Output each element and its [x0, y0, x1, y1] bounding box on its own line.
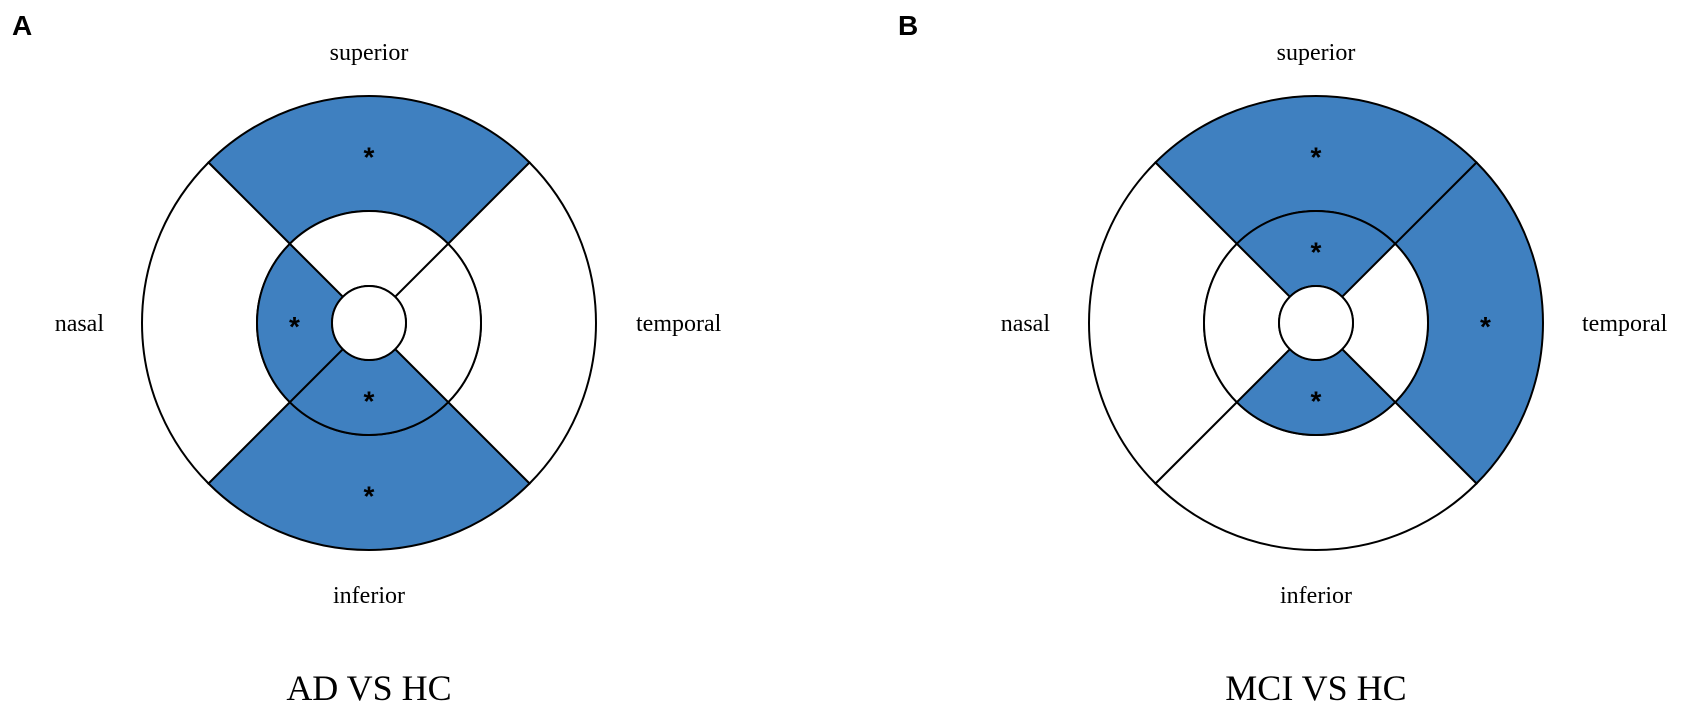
significance-marker-inner-inferior-b: *: [1311, 386, 1322, 417]
caption-b: MCI VS HC: [1225, 668, 1406, 708]
panel-a: A **** superior inferior nasal temporal …: [12, 10, 722, 708]
label-nasal-b: nasal: [1001, 311, 1051, 337]
label-temporal-b: temporal: [1582, 311, 1668, 337]
label-nasal-a: nasal: [55, 311, 105, 337]
etdrs-grid-b: * * * *: [1088, 95, 1544, 551]
panel-letter-b: B: [898, 10, 918, 41]
caption-a: AD VS HC: [286, 668, 451, 708]
significance-marker-outer-inferior-a: *: [364, 481, 375, 512]
significance-marker-inner-nasal-a: *: [289, 311, 300, 342]
label-inferior-b: inferior: [1280, 583, 1352, 609]
etdrs-grid-a: * * * *: [141, 95, 597, 551]
significance-marker-inner-inferior-a: *: [364, 386, 375, 417]
label-superior-b: superior: [1277, 40, 1356, 66]
central-fovea-a: [331, 285, 407, 361]
central-fovea-b: [1278, 285, 1354, 361]
label-superior-a: superior: [330, 40, 409, 66]
significance-marker-outer-superior-b: *: [1311, 142, 1322, 173]
panel-b: B **** superior inferior nasal temporal …: [898, 10, 1668, 708]
label-temporal-a: temporal: [636, 311, 722, 337]
label-inferior-a: inferior: [333, 583, 405, 609]
significance-marker-inner-superior-b: *: [1311, 237, 1322, 268]
panel-letter-a: A: [12, 10, 32, 41]
significance-marker-outer-superior-a: *: [364, 142, 375, 173]
significance-marker-outer-temporal-b: *: [1480, 311, 1491, 342]
